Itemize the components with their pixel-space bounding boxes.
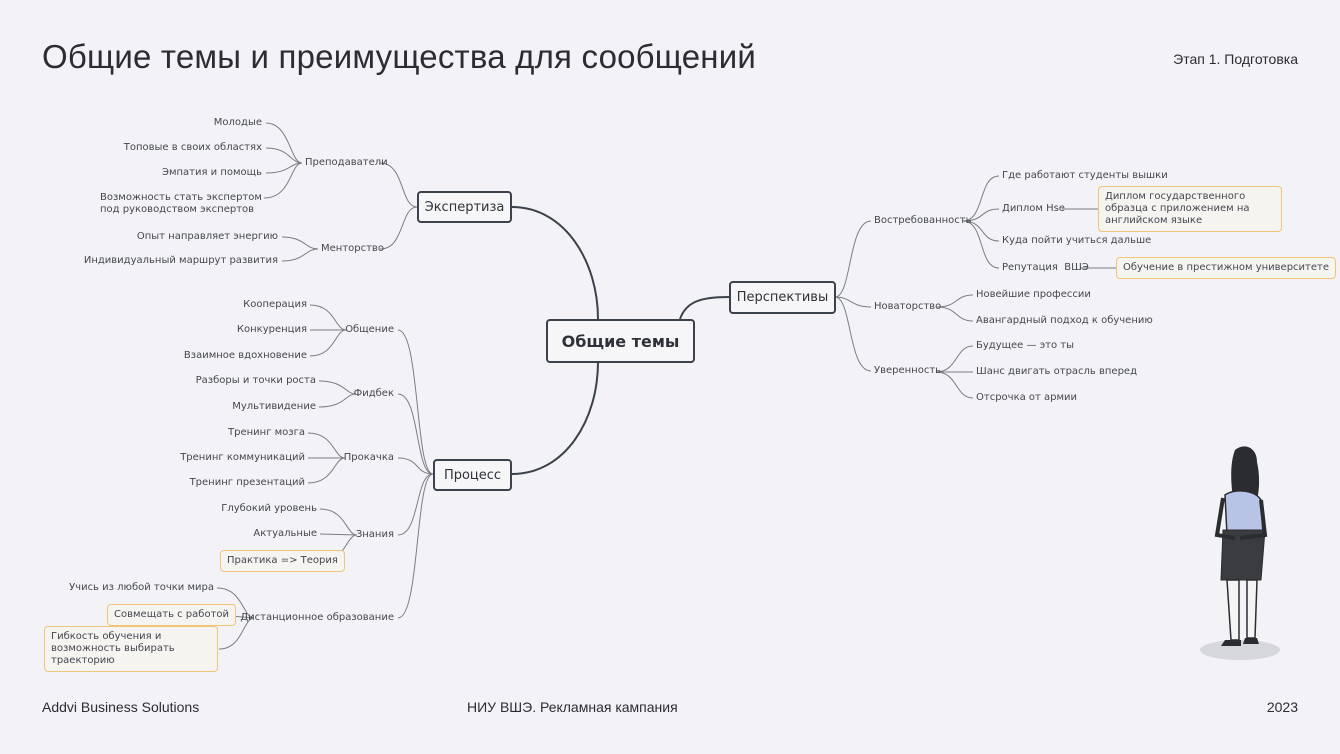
highlight-item[interactable]: Диплом государственного образца с прилож… [1098,186,1282,232]
leaf-item[interactable]: Будущее — это ты [976,340,1075,351]
stage-label: Этап 1. Подготовка [1173,51,1298,67]
leaf-item[interactable]: Конкуренция [236,324,307,335]
topic-knowledge[interactable]: Знания [355,529,394,540]
woman-illustration [1200,446,1280,660]
expertise-node[interactable]: Экспертиза [417,191,512,223]
topic-feedback[interactable]: Фидбек [353,388,394,399]
topic-innovation[interactable]: Новаторство [874,301,942,312]
leaf-item[interactable]: Актуальные [253,528,317,539]
leaf-item[interactable]: Тренинг коммуникаций [180,452,305,463]
leaf-item[interactable]: Эмпатия и помощь [161,167,262,178]
page-title: Общие темы и преимущества для сообщений [42,38,756,75]
topic-distance[interactable]: Дистанционное образование [240,612,394,623]
leaf-item[interactable]: Разборы и точки роста [195,375,316,386]
footer-company: Addvi Business Solutions [42,699,200,715]
leaf-item[interactable]: Мультивидение [232,401,316,412]
highlight-item[interactable]: Совмещать с работой [107,604,237,626]
process-node[interactable]: Процесс [433,459,512,491]
leaf-item[interactable]: Авангардный подход к обучению [976,315,1153,326]
footer-project: НИУ ВШЭ. Рекламная кампания [467,699,678,715]
highlight-item[interactable]: Практика => Теория [220,550,345,572]
leaf-item[interactable]: Отсрочка от армии [976,392,1078,403]
leaf-item[interactable]: Тренинг мозга [228,427,305,438]
leaf-item[interactable]: Тренинг презентаций [189,477,305,488]
leaf-item[interactable]: Опыт направляет энергию [136,231,278,242]
leaf-item[interactable]: Куда пойти учиться дальше [1002,235,1152,246]
leaf-item[interactable]: Учись из любой точки мира [69,582,214,593]
prospects-node[interactable]: Перспективы [729,281,836,314]
leaf-item[interactable]: Где работают студенты вышки [1002,170,1168,181]
footer-year: 2023 [1266,699,1298,715]
leaf-item[interactable]: Репутация ВШЭ [1002,262,1089,273]
leaf-item[interactable]: Диплом Hse [1002,203,1065,214]
leaf-item[interactable]: Шанс двигать отрасль вперед [976,366,1138,377]
leaf-item[interactable]: Молодые [213,117,262,128]
topic-teachers[interactable]: Преподаватели [305,157,388,168]
leaf-item[interactable]: Глубокий уровень [221,503,317,514]
leaf-item[interactable]: Индивидуальный маршрут развития [83,255,278,266]
topic-communication[interactable]: Общение [345,324,394,335]
topic-pumping[interactable]: Прокачка [343,452,394,463]
leaf-item[interactable]: Топовые в своих областях [123,142,262,153]
topic-confidence[interactable]: Уверенность [874,365,942,376]
leaf-item[interactable]: Возможность стать экспертом под руководс… [100,192,262,215]
center-node[interactable]: Общие темы [546,319,695,363]
leaf-item[interactable]: Кооперация [243,299,307,310]
topic-demand[interactable]: Востребованность [874,215,972,226]
topic-mentoring[interactable]: Менторство [321,243,384,254]
highlight-item[interactable]: Обучение в престижном университете [1116,257,1337,279]
highlight-item[interactable]: Гибкость обучения и возможность выбирать… [44,626,218,672]
leaf-item[interactable]: Новейшие профессии [976,289,1091,300]
leaf-item[interactable]: Взаимное вдохновение [183,350,307,361]
